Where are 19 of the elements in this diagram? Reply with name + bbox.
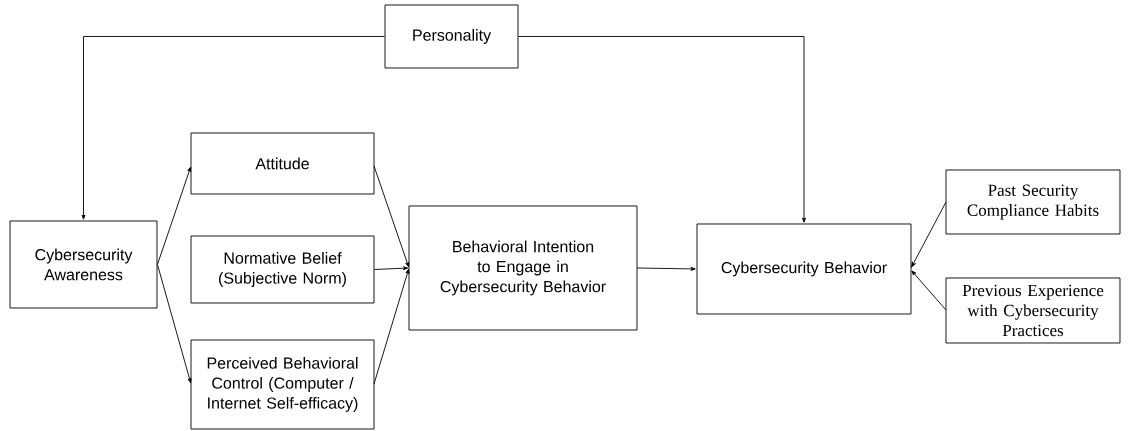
box: Personality xyxy=(384,4,519,69)
box: Behavioral Intention to Engage in Cybersecurity Behavior xyxy=(408,205,638,331)
box: Cybersecurity Awareness xyxy=(9,220,158,309)
box: Normative Belief (Subjective Norm) xyxy=(190,235,375,304)
box: Previous Experience with Cybersecurity Practices xyxy=(945,277,1121,344)
arrow xyxy=(374,266,409,271)
arrow xyxy=(81,36,385,220)
arrow xyxy=(373,268,410,385)
box: Past Security Compliance Habits xyxy=(945,169,1121,235)
arrow xyxy=(518,36,806,223)
arrow xyxy=(911,201,947,268)
box: Perceived Behavioral Control (Computer / Internet Self-efficacy) xyxy=(190,339,375,430)
arrow xyxy=(157,166,192,265)
box: Cybersecurity Behavior xyxy=(696,223,912,315)
box: Attitude xyxy=(190,132,375,195)
arrow xyxy=(911,270,947,311)
arrow xyxy=(636,266,696,271)
arrow xyxy=(157,264,192,384)
arrow xyxy=(373,165,410,268)
